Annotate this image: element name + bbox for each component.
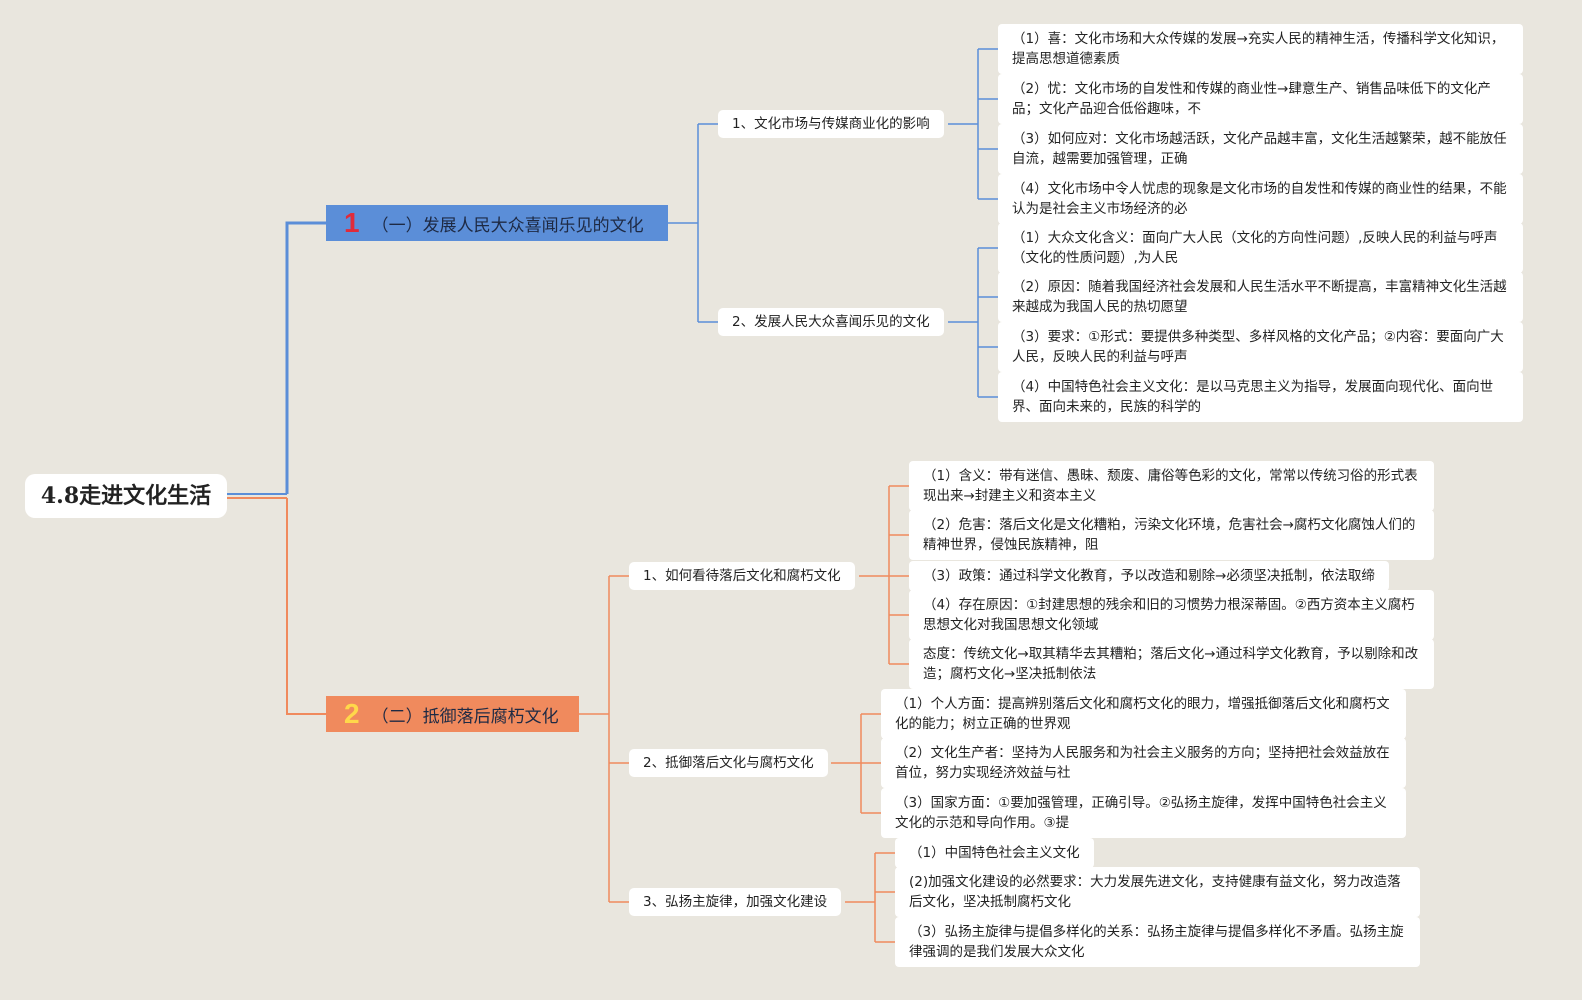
leaf-backward-policy[interactable]: （3）政策：通过科学文化教育，予以改造和剔除→必须坚决抵制，依法取缔 bbox=[909, 561, 1389, 591]
leaf-main-melody-diversity[interactable]: （3）弘扬主旋律与提倡多样化的关系：弘扬主旋律与提倡多样化不矛盾。弘扬主旋律强调… bbox=[895, 917, 1420, 967]
leaf-market-response[interactable]: （3）如何应对：文化市场越活跃，文化产品越丰富，文化生活越繁荣，越不能放任自流，… bbox=[998, 124, 1523, 174]
leaf-resist-individual[interactable]: （1）个人方面：提高辨别落后文化和腐朽文化的眼力，增强抵御落后文化和腐朽文化的能… bbox=[881, 689, 1406, 739]
leaf-main-melody-socialist[interactable]: （1）中国特色社会主义文化 bbox=[895, 838, 1094, 868]
leaf-market-concern[interactable]: （4）文化市场中令人忧虑的现象是文化市场的自发性和传媒的商业性的结果，不能认为是… bbox=[998, 174, 1523, 224]
branch-1-topic[interactable]: 1 （一）发展人民大众喜闻乐见的文化 bbox=[326, 205, 668, 241]
subtopic-promote-main-melody[interactable]: 3、弘扬主旋律，加强文化建设 bbox=[629, 888, 842, 916]
leaf-backward-attitude[interactable]: 态度：传统文化→取其精华去其糟粕；落后文化→通过科学文化教育，予以剔除和改造；腐… bbox=[909, 639, 1434, 689]
root-to-branch1-connector bbox=[227, 221, 326, 495]
leaf-market-worry[interactable]: （2）忧：文化市场的自发性和传媒的商业性→肆意生产、销售品味低下的文化产品；文化… bbox=[998, 74, 1523, 124]
branch2-connectors bbox=[579, 485, 909, 943]
leaf-market-joy[interactable]: （1）喜：文化市场和大众传媒的发展→充实人民的精神生活，传播科学文化知识，提高思… bbox=[998, 24, 1523, 74]
leaf-resist-state[interactable]: （3）国家方面：①要加强管理，正确引导。②弘扬主旋律，发挥中国特色社会主义文化的… bbox=[881, 788, 1406, 838]
subtopic-market-media-impact[interactable]: 1、文化市场与传媒商业化的影响 bbox=[718, 110, 944, 138]
leaf-resist-producer[interactable]: （2）文化生产者：坚持为人民服务和为社会主义服务的方向；坚持把社会效益放在首位，… bbox=[881, 738, 1406, 788]
branch-2-topic[interactable]: 2 （二）抵御落后腐朽文化 bbox=[326, 696, 579, 732]
branch-1-label: （一）发展人民大众喜闻乐见的文化 bbox=[371, 215, 644, 236]
branch1-connectors bbox=[668, 48, 998, 398]
leaf-backward-cause[interactable]: （4）存在原因：①封建思想的残余和旧的习惯势力根深蒂固。②西方资本主义腐朽思想文… bbox=[909, 590, 1434, 640]
root-to-branch2-connector bbox=[227, 497, 326, 715]
branch-2-number: 2 bbox=[344, 698, 360, 729]
leaf-main-melody-requirement[interactable]: (2)加强文化建设的必然要求：大力发展先进文化，支持健康有益文化，努力改造落后文… bbox=[895, 867, 1420, 917]
branch-2-label: （二）抵御落后腐朽文化 bbox=[371, 706, 559, 727]
leaf-backward-harm[interactable]: （2）危害：落后文化是文化糟粕，污染文化环境，危害社会→腐朽文化腐蚀人们的精神世… bbox=[909, 510, 1434, 560]
root-topic[interactable]: 4.8走进文化生活 bbox=[25, 474, 227, 518]
leaf-socialist-culture[interactable]: （4）中国特色社会主义文化：是以马克思主义为指导，发展面向现代化、面向世界、面向… bbox=[998, 372, 1523, 422]
branch-1-number: 1 bbox=[344, 207, 360, 238]
subtopic-develop-popular-culture[interactable]: 2、发展人民大众喜闻乐见的文化 bbox=[718, 308, 944, 336]
leaf-popular-reason[interactable]: （2）原因：随着我国经济社会发展和人民生活水平不断提高，丰富精神文化生活越来越成… bbox=[998, 272, 1523, 322]
subtopic-resist-backward-culture[interactable]: 2、抵御落后文化与腐朽文化 bbox=[629, 749, 828, 777]
subtopic-view-backward-culture[interactable]: 1、如何看待落后文化和腐朽文化 bbox=[629, 562, 855, 590]
leaf-popular-requirement[interactable]: （3）要求：①形式：要提供多种类型、多样风格的文化产品；②内容：要面向广大人民，… bbox=[998, 322, 1523, 372]
leaf-popular-definition[interactable]: （1）大众文化含义：面向广大人民（文化的方向性问题）,反映人民的利益与呼声（文化… bbox=[998, 223, 1523, 273]
leaf-backward-definition[interactable]: （1）含义：带有迷信、愚昧、颓废、庸俗等色彩的文化，常常以传统习俗的形式表现出来… bbox=[909, 461, 1434, 511]
